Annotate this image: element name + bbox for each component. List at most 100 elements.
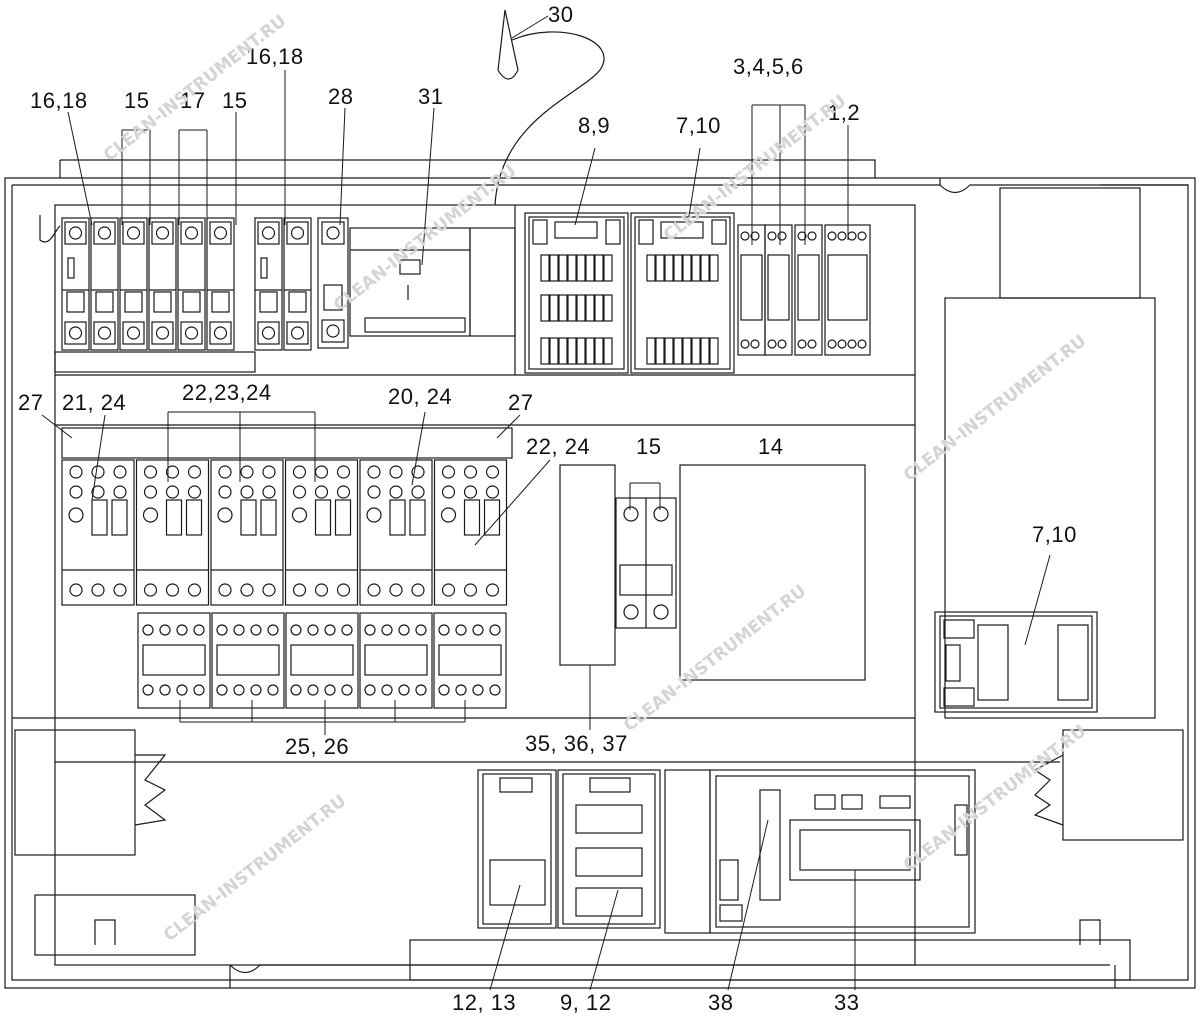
terminal-screw (113, 465, 127, 479)
terminal (558, 254, 568, 282)
terminal-screw (159, 684, 171, 696)
terminal-screw (126, 226, 141, 240)
callout-22-23-24: 22,23,24 (182, 380, 272, 405)
terminal-screw (292, 465, 307, 479)
terminal (673, 337, 683, 365)
terminal-screw (411, 583, 425, 597)
module-9-12 (557, 769, 661, 929)
terminal-screw (472, 624, 484, 636)
relay (824, 224, 871, 356)
terminal-screw (143, 465, 158, 479)
terminal-screw (314, 465, 329, 479)
relay-group (737, 224, 871, 356)
toggle-lever (260, 257, 268, 279)
connector (660, 221, 704, 239)
terminal-screw (165, 583, 180, 597)
terminal-screw (438, 684, 450, 696)
terminal-screw (159, 624, 171, 636)
terminal (646, 254, 656, 282)
callout-20-24: 20, 24 (388, 384, 453, 409)
io-terminal-module (630, 212, 735, 374)
terminal-screw (187, 583, 202, 597)
terminal-screw (485, 465, 500, 479)
terminal-screw (193, 624, 205, 636)
motor-starter (210, 459, 284, 606)
terminal-screw (381, 684, 393, 696)
terminal (673, 254, 683, 282)
terminal-screw (336, 465, 351, 479)
callout-31: 31 (418, 84, 444, 109)
motor-starter (135, 459, 210, 606)
terminal (594, 337, 604, 365)
terminal (682, 254, 692, 282)
terminal-screw (142, 684, 154, 696)
terminal (603, 294, 613, 322)
terminal (603, 337, 613, 365)
rail-27 (61, 427, 513, 459)
terminal (567, 294, 577, 322)
terminal-screw (250, 684, 262, 696)
terminal-screw (341, 624, 353, 636)
terminal (567, 337, 577, 365)
terminal (540, 254, 550, 282)
terminal (603, 254, 613, 282)
terminal-screw (364, 684, 376, 696)
terminal (709, 254, 719, 282)
terminal (549, 294, 559, 322)
motor-starter (359, 459, 433, 606)
terminal (594, 254, 604, 282)
terminal-screw (187, 465, 202, 479)
terminal-screw (97, 226, 112, 240)
terminal (700, 254, 710, 282)
module-12-13 (477, 769, 557, 929)
terminal-screw (97, 326, 112, 340)
dial (366, 507, 382, 523)
terminal-screw (261, 226, 276, 240)
terminal-screw (438, 624, 450, 636)
cabinet-enclosure (4, 159, 1196, 989)
circuit-breaker-row (61, 217, 312, 351)
terminal (664, 254, 674, 282)
circuit-breaker (148, 217, 177, 351)
terminal (540, 337, 550, 365)
circuit-breaker (119, 217, 148, 351)
terminal-screw (113, 583, 127, 597)
terminal (585, 337, 595, 365)
dial (440, 507, 457, 523)
callout-21-24: 21, 24 (62, 390, 127, 415)
terminal-screw (398, 684, 410, 696)
terminal (549, 254, 559, 282)
terminal (576, 254, 586, 282)
callout-33: 33 (834, 990, 860, 1015)
terminal-screw (250, 624, 262, 636)
terminal (567, 254, 577, 282)
motor-starter (284, 459, 359, 606)
terminal (664, 337, 674, 365)
callout-15-a: 15 (124, 88, 150, 113)
terminal-screw (143, 583, 158, 597)
leader-lines (41, 15, 1051, 991)
callout-12-13: 12, 13 (452, 990, 517, 1015)
terminal (709, 337, 719, 365)
circuit-breaker (283, 217, 312, 351)
callout-8-9: 8,9 (578, 113, 611, 138)
callout-17: 17 (180, 88, 206, 113)
terminal-screw (262, 465, 276, 479)
contactor (433, 612, 507, 709)
terminal-screw (290, 326, 305, 340)
terminal-screw (262, 583, 276, 597)
breaker-15-double (615, 497, 677, 629)
callout-16-18-right: 16,18 (246, 44, 304, 69)
terminal-screw (69, 465, 83, 479)
relay (764, 224, 793, 356)
contactor (285, 612, 359, 709)
terminal-screw (314, 583, 329, 597)
terminal (700, 337, 710, 365)
terminal-screw (193, 684, 205, 696)
terminal-screw (165, 465, 180, 479)
terminal-screw (267, 684, 279, 696)
terminal-screw (68, 226, 83, 240)
relay (794, 224, 823, 356)
terminal-screw (398, 624, 410, 636)
terminal (549, 337, 559, 365)
